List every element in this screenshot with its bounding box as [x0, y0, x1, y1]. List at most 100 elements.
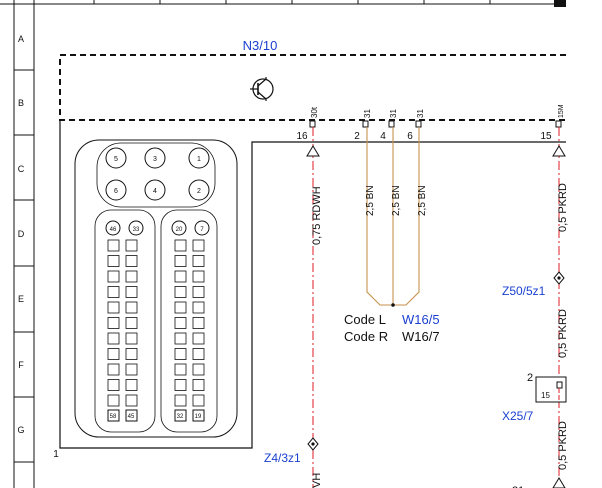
pin-cell	[174, 348, 187, 360]
pin-cell	[107, 363, 120, 376]
left-pin-33: 33	[133, 227, 140, 233]
pin-cell	[125, 348, 138, 360]
pin-cell	[174, 239, 187, 252]
x25-label: X25/7	[502, 409, 534, 423]
pin-cell	[192, 317, 205, 329]
row-label-c: C	[18, 164, 25, 174]
code-l-label: Code L	[344, 312, 386, 327]
pin-cell	[125, 394, 138, 407]
pin-4[interactable]: 31 4	[380, 109, 398, 142]
power-terminal-3: 3	[153, 156, 157, 163]
row-label-a: A	[18, 34, 24, 44]
pin-cell	[192, 301, 205, 314]
pin-cell	[192, 239, 205, 252]
pin-4-terminal: 31	[389, 109, 398, 118]
row-label-b: B	[18, 98, 24, 108]
pin-cell	[107, 394, 120, 407]
wire-rdwh-cut-label: VH	[311, 473, 323, 488]
pin-2[interactable]: 31 2	[354, 109, 372, 142]
row-label-d: D	[18, 229, 25, 239]
pin-6[interactable]: 31 6	[407, 109, 425, 142]
pin-cell	[125, 239, 138, 252]
wire-pkrd-3-label: 0,5 PKRD	[557, 421, 569, 470]
pin-16-terminal: 30t	[310, 106, 319, 118]
power-terminal-2: 2	[197, 188, 201, 195]
pin-cell	[125, 317, 138, 329]
left-pin-45: 45	[128, 414, 135, 420]
code-r-label: Code R	[344, 329, 388, 344]
x25-pin-left: 2	[527, 372, 533, 384]
pin-6-terminal: 31	[416, 109, 425, 118]
power-terminal-block: 5 3 1 6 4 2	[96, 142, 216, 208]
frame: A B C D E F G	[0, 0, 566, 488]
x25-pin-inner: 15	[541, 391, 550, 400]
pin-cell	[192, 255, 205, 267]
wire-rdwh[interactable]: 0,75 RDWH VH	[306, 127, 323, 488]
pin-cell	[107, 270, 120, 283]
row-label-f: F	[18, 360, 24, 370]
code-r-value: W16/7	[402, 329, 440, 344]
power-terminal-4: 4	[153, 188, 157, 195]
module-dashed-border	[59, 54, 566, 121]
power-terminal-1: 1	[197, 156, 201, 163]
pin-cell	[107, 332, 120, 345]
pin-15-terminal: 15M	[558, 104, 565, 118]
pin-cell	[174, 379, 187, 391]
bottom-connector-partial: 31	[512, 477, 566, 488]
pin-terminals: 30t 16 31 2 31 4 31 6 15M 15	[296, 104, 565, 142]
wire-pkrd-2-label: 0,5 PKRD	[557, 309, 569, 358]
splice-z4-3z1[interactable]: Z4/3z1	[264, 437, 319, 465]
pin-cell	[107, 286, 120, 298]
row-label-g: G	[17, 425, 24, 435]
pin-16-number: 16	[296, 131, 308, 142]
pin-cell	[174, 363, 187, 376]
pin-cell	[107, 348, 120, 360]
ground-pin-label: 1	[53, 449, 59, 460]
wire-bn-2-label: 2,5 BN	[391, 185, 402, 216]
pin-2-number: 2	[354, 131, 360, 142]
pin-2-terminal: 31	[363, 109, 372, 118]
pin-cell	[125, 332, 138, 345]
wire-bn-3-label: 2,5 BN	[417, 185, 428, 216]
code-l-value[interactable]: W16/5	[402, 312, 440, 327]
pin-cell	[174, 270, 187, 283]
pin-cell	[125, 379, 138, 391]
pin-cell	[125, 270, 138, 283]
signal-block-right: 20 7 32 19	[160, 209, 218, 433]
wire-bn-1-label: 2,5 BN	[365, 185, 376, 216]
pin-cell	[107, 379, 120, 391]
wire-pkrd[interactable]: 0,5 PKRD 0,5 PKRD 0,5 PKRD	[552, 127, 569, 488]
pin-15[interactable]: 15M 15	[540, 104, 565, 142]
pin-cell	[125, 301, 138, 314]
power-terminal-6: 6	[114, 188, 118, 195]
pin-15-number: 15	[540, 131, 552, 142]
splice-z50-5z1[interactable]: Z50/5z1	[502, 271, 565, 298]
pin-cell	[192, 332, 205, 345]
connector-x25-7[interactable]: 2 15 X25/7	[502, 372, 567, 423]
pin-cell	[125, 363, 138, 376]
left-pin-grid	[107, 239, 138, 407]
pin-cell	[192, 348, 205, 360]
pin-cell	[174, 332, 187, 345]
pin-cell	[174, 394, 187, 407]
pin-6-number: 6	[407, 131, 413, 142]
splice-z4-label: Z4/3z1	[264, 451, 301, 465]
wire-bn-group[interactable]: 2,5 BN 2,5 BN 2,5 BN	[365, 127, 428, 307]
pin-cell	[174, 255, 187, 267]
ground-bus-line	[59, 120, 566, 449]
ground-code-table: Code L W16/5 Code R W16/7	[344, 312, 440, 344]
left-pin-58: 58	[110, 414, 117, 420]
pin-cell	[107, 317, 120, 329]
pin-cell	[192, 394, 205, 407]
right-pin-32: 32	[177, 414, 184, 420]
partial-pin-label: 31	[512, 485, 524, 488]
right-pin-19: 19	[195, 414, 202, 420]
pin-cell	[192, 270, 205, 283]
pin-cell	[174, 286, 187, 298]
pin-cell	[107, 301, 120, 314]
pin-16[interactable]: 30t 16	[296, 106, 319, 142]
power-terminal-5: 5	[114, 156, 118, 163]
corner-mark	[554, 0, 566, 7]
pin-4-number: 4	[380, 131, 386, 142]
